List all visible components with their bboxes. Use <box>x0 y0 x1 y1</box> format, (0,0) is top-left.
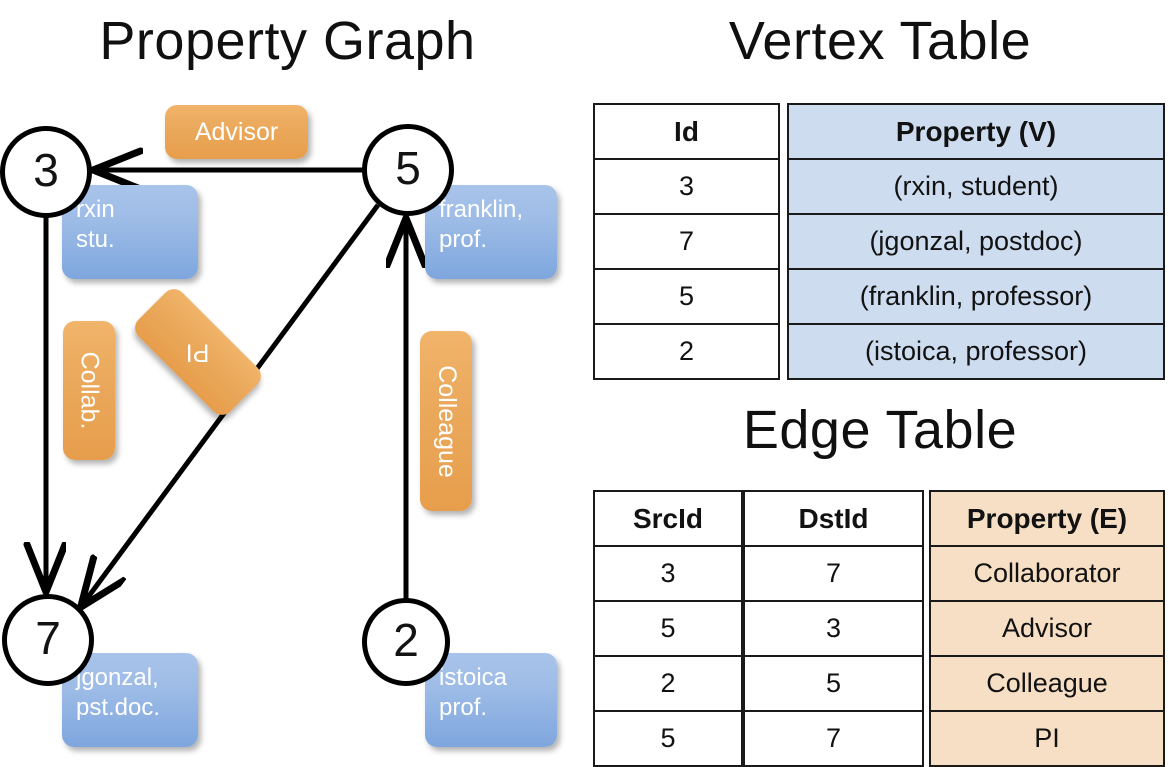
edge-src-cell: 5 <box>593 710 743 767</box>
edge-property-cell: Colleague <box>929 655 1165 712</box>
table-row: 3 <box>593 545 743 602</box>
edge-property-cell: Collaborator <box>929 545 1165 602</box>
page-title-property-graph: Property Graph <box>99 11 476 71</box>
table-header-row: Id <box>593 103 780 160</box>
vertex-id-cell: 5 <box>593 268 780 325</box>
edge-dst-cell: 7 <box>743 545 924 602</box>
graph-node-label: 7 <box>35 612 61 664</box>
graph-node-label: 2 <box>393 614 419 666</box>
edge-header-dstid: DstId <box>743 490 924 547</box>
vertex-id-cell: 7 <box>593 213 780 270</box>
graph-node-label: 5 <box>395 142 421 194</box>
vertex-property-box-2: istoica prof. <box>425 653 557 747</box>
vertex-property-line2: prof. <box>439 226 488 253</box>
table-row: 5 <box>593 600 743 657</box>
table-row: 5 <box>593 268 780 325</box>
table-row: 3 <box>593 158 780 215</box>
vertex-property-cell: (jgonzal, postdoc) <box>787 213 1165 270</box>
table-header-row: DstId <box>743 490 924 547</box>
edge-src-cell: 5 <box>593 600 743 657</box>
table-row: (istoica, professor) <box>787 323 1165 380</box>
edge-header-srcid: SrcId <box>593 490 743 547</box>
vertex-id-cell: 3 <box>593 158 780 215</box>
table-row: 3 <box>743 600 924 657</box>
vertex-id-cell: 2 <box>593 323 780 380</box>
table-header-row: Property (E) <box>929 490 1165 547</box>
edge-label-text: PI <box>186 338 210 367</box>
vertex-property-box-3: rxin stu. <box>62 185 198 279</box>
vertex-property-box-5: franklin, prof. <box>425 185 557 279</box>
vertex-table-property-column: Property (V) (rxin, student) (jgonzal, p… <box>787 103 1165 380</box>
table-row: 7 <box>593 213 780 270</box>
table-row: 2 <box>593 655 743 712</box>
edge-dst-cell: 7 <box>743 710 924 767</box>
vertex-header-id: Id <box>593 103 780 160</box>
vertex-property-line1: franklin, <box>439 196 524 223</box>
vertex-property-cell: (rxin, student) <box>787 158 1165 215</box>
edge-table-srcid-column: SrcId 3 5 2 5 <box>593 490 743 767</box>
vertex-property-line2: prof. <box>439 694 488 721</box>
vertex-property-box-7: jgonzal, pst.doc. <box>62 653 198 747</box>
table-row: 2 <box>593 323 780 380</box>
edge-label-text: Colleague <box>432 364 461 478</box>
vertex-property-cell: (istoica, professor) <box>787 323 1165 380</box>
edge-dst-cell: 5 <box>743 655 924 712</box>
table-header-row: Property (V) <box>787 103 1165 160</box>
edge-table-dstid-column: DstId 7 3 5 7 <box>743 490 924 767</box>
table-row: (jgonzal, postdoc) <box>787 213 1165 270</box>
table-row: 7 <box>743 710 924 767</box>
edge-label-colleague: Colleague <box>420 331 472 511</box>
vertex-property-line2: pst.doc. <box>76 694 161 721</box>
vertex-property-line2: stu. <box>76 226 115 253</box>
graph-node-3[interactable]: 3 <box>0 126 92 218</box>
table-header-row: SrcId <box>593 490 743 547</box>
table-row: PI <box>929 710 1165 767</box>
property-graph-diagram: rxin stu. franklin, prof. jgonzal, pst.d… <box>0 0 585 760</box>
edge-label-text: Advisor <box>194 117 279 146</box>
vertex-property-line1: jgonzal, <box>76 664 159 691</box>
vertex-property-line1: rxin <box>76 196 115 223</box>
edge-label-collab: Collab. <box>63 321 115 460</box>
edge-src-cell: 2 <box>593 655 743 712</box>
edge-property-cell: Advisor <box>929 600 1165 657</box>
edge-table-property-column: Property (E) Collaborator Advisor Collea… <box>929 490 1165 767</box>
table-row: 5 <box>593 710 743 767</box>
edge-header-property: Property (E) <box>929 490 1165 547</box>
table-row: 5 <box>743 655 924 712</box>
edge-label-text: Collab. <box>75 351 104 430</box>
table-row: Advisor <box>929 600 1165 657</box>
table-row: (franklin, professor) <box>787 268 1165 325</box>
table-row: Collaborator <box>929 545 1165 602</box>
vertex-property-cell: (franklin, professor) <box>787 268 1165 325</box>
edge-property-cell: PI <box>929 710 1165 767</box>
graph-node-label: 3 <box>33 144 59 196</box>
graph-node-7[interactable]: 7 <box>2 594 94 686</box>
page-title-vertex-table: Vertex Table <box>728 11 1032 71</box>
table-row: Colleague <box>929 655 1165 712</box>
vertex-table-id-column: Id 3 7 5 2 <box>593 103 780 380</box>
edge-src-cell: 3 <box>593 545 743 602</box>
table-row: 7 <box>743 545 924 602</box>
vertex-header-property: Property (V) <box>787 103 1165 160</box>
edge-label-advisor: Advisor <box>165 105 308 159</box>
graph-node-5[interactable]: 5 <box>362 124 454 216</box>
page-title-edge-table: Edge Table <box>742 400 1018 460</box>
table-row: (rxin, student) <box>787 158 1165 215</box>
edge-dst-cell: 3 <box>743 600 924 657</box>
vertex-property-line1: istoica <box>439 664 508 691</box>
graph-node-2[interactable]: 2 <box>362 598 450 686</box>
